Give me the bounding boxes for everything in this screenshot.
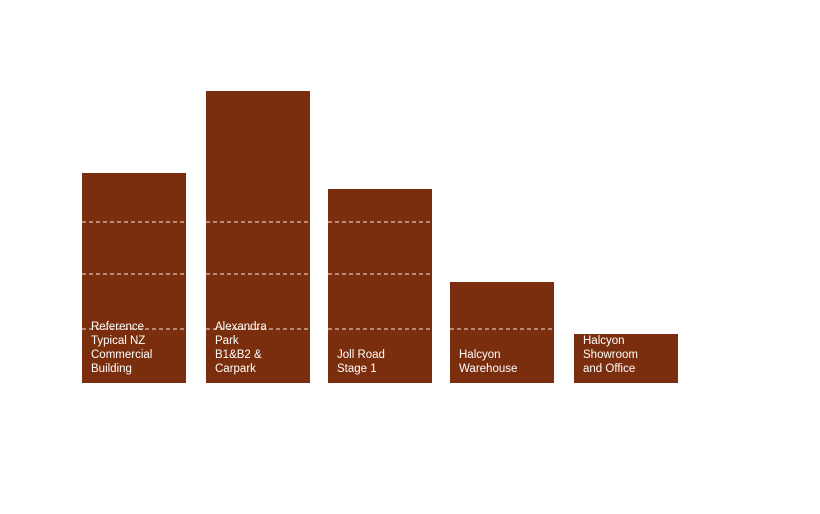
category-label-4-line-1: Halcyon (459, 349, 501, 361)
category-label-1-line-4: Building (91, 363, 132, 375)
bar-1 (82, 173, 186, 383)
bar-2 (206, 91, 310, 383)
category-label-2-line-1: Alexandra (215, 321, 267, 333)
category-label-2-line-4: Carpark (215, 363, 256, 375)
category-label-5-line-1: Halcyon (583, 335, 625, 347)
bar-4 (450, 282, 554, 383)
category-label-1-line-1: Reference (91, 321, 144, 333)
category-label-1-line-2: Typical NZ (91, 335, 145, 347)
category-label-3-line-2: Stage 1 (337, 363, 377, 375)
category-label-2-line-2: Park (215, 335, 239, 347)
category-label-1-line-3: Commercial (91, 349, 152, 361)
bar-5 (574, 334, 678, 383)
category-label-2-line-3: B1&B2 & (215, 349, 262, 361)
category-label-3-line-1: Joll Road (337, 349, 385, 361)
category-label-5-line-2: Showroom (583, 349, 638, 361)
bar-3 (328, 189, 432, 383)
gridlines-layer (82, 221, 554, 330)
category-label-4-line-2: Warehouse (459, 363, 517, 375)
category-label-5-line-3: and Office (583, 363, 635, 375)
bars-layer (82, 91, 678, 383)
